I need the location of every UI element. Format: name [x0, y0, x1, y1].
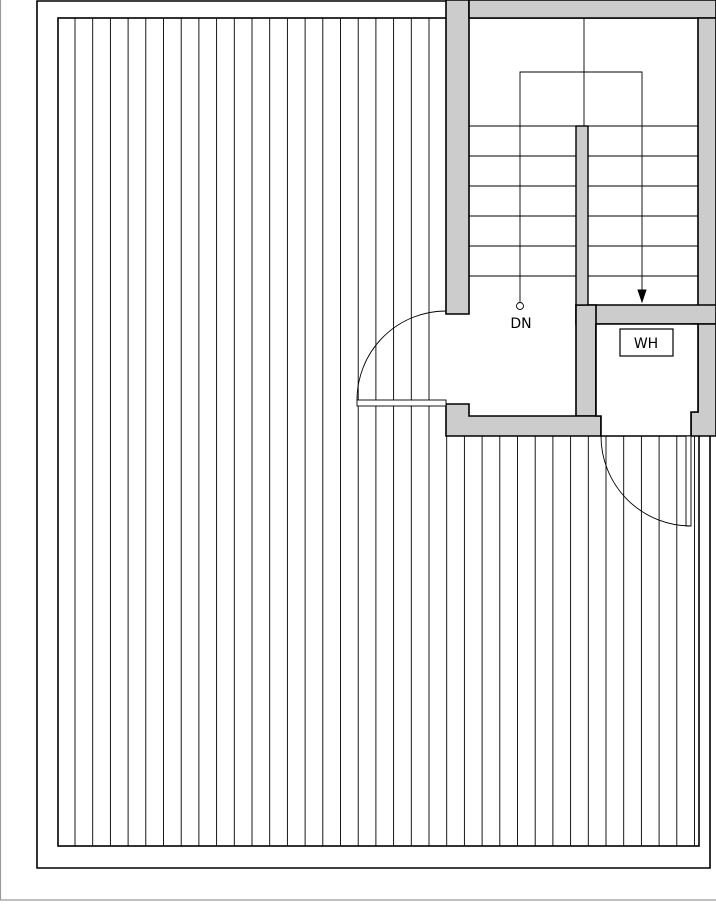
stair-start-circle-icon [516, 302, 524, 310]
stair-run [469, 18, 698, 310]
deck-door[interactable] [356, 310, 447, 407]
stair-wall-bottom [575, 304, 716, 325]
mech-door-leaf [685, 435, 692, 527]
mech-room-door[interactable] [600, 435, 692, 527]
mech-door-swing-arc [600, 435, 692, 527]
mech-room-wall [575, 304, 597, 417]
stair-enclosure-walls [445, 0, 716, 437]
stair-wall-left [445, 0, 470, 315]
deck-door-leaf [356, 399, 447, 407]
stair-landing-wall-bottom [445, 324, 602, 437]
decking-boards [74, 18, 695, 846]
water-heater-label: WH [634, 336, 658, 352]
stair-direction-label: DN [510, 316, 531, 332]
stair-wall-top [468, 0, 716, 19]
water-heater: WH [619, 328, 674, 357]
water-heater-box [619, 328, 674, 357]
stair-arrow-icon [637, 289, 647, 304]
stair-center-wall [575, 125, 589, 306]
stair-path-line [519, 71, 643, 306]
deck-door-swing-arc [356, 310, 447, 401]
stair-wall-right [697, 17, 716, 325]
